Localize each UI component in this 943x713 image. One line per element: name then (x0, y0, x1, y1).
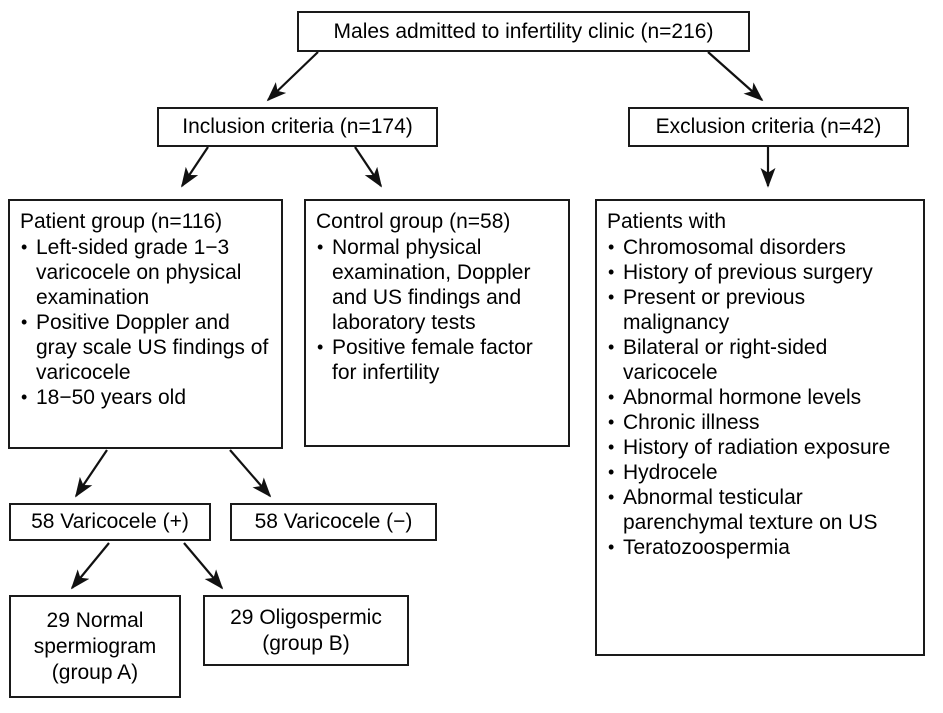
node-group-a[interactable]: 29 Normal spermiogram (group A) (9, 595, 181, 698)
node-varicocele-positive[interactable]: 58 Varicocele (+) (9, 503, 211, 541)
arrow-varicocele-positive-to-group-b (183, 542, 224, 590)
node-varicocele-positive-label: 58 Varicocele (+) (31, 510, 189, 533)
arrow-top-to-exclusion (707, 51, 764, 102)
patient-group-list: Left-sided grade 1−3 varicocele on physi… (20, 235, 271, 410)
node-exclusion-criteria[interactable]: Exclusion criteria (n=42) (628, 107, 909, 147)
control-group-heading: Control group (n=58) (316, 210, 511, 233)
node-males-admitted-label: Males admitted to infertility clinic (n=… (333, 19, 714, 43)
list-item: Normal physical examination, Doppler and… (316, 235, 558, 335)
node-patient-group[interactable]: Patient group (n=116) Left-sided grade 1… (8, 199, 283, 449)
node-exclusion-details[interactable]: Patients with Chromosomal disorders Hist… (595, 199, 925, 656)
group-b-text: 29 Oligospermic (group B) (230, 605, 382, 657)
list-item: Abnormal hormone levels (607, 385, 913, 410)
list-item: Present or previous malignancy (607, 285, 913, 335)
list-item: History of radiation exposure (607, 435, 913, 460)
node-exclusion-criteria-label: Exclusion criteria (n=42) (655, 115, 882, 138)
list-item: Bilateral or right-sided varicocele (607, 335, 913, 385)
arrow-patient-to-varicocele-positive (75, 449, 108, 498)
arrow-patient-to-varicocele-negative (229, 449, 272, 498)
arrow-varicocele-positive-to-group-a (70, 542, 110, 590)
list-item: Positive Doppler and gray scale US findi… (20, 310, 271, 385)
list-item: Chromosomal disorders (607, 235, 913, 260)
exclusion-details-list: Chromosomal disorders History of previou… (607, 235, 913, 560)
list-item: Abnormal testicular parenchymal texture … (607, 485, 913, 535)
group-b-line1: 29 Oligospermic (230, 605, 382, 629)
group-a-line3: (group A) (51, 660, 139, 684)
list-item: Teratozoospermia (607, 535, 913, 560)
exclusion-details-heading: Patients with (607, 210, 727, 233)
arrow-top-to-inclusion (266, 51, 319, 102)
node-males-admitted[interactable]: Males admitted to infertility clinic (n=… (297, 11, 750, 52)
node-inclusion-criteria[interactable]: Inclusion criteria (n=174) (157, 107, 438, 147)
patient-group-heading: Patient group (n=116) (20, 210, 223, 233)
list-item: Chronic illness (607, 410, 913, 435)
node-varicocele-negative[interactable]: 58 Varicocele (−) (230, 503, 437, 541)
list-item: Positive female factor for infertility (316, 335, 558, 385)
group-b-line2: (group B) (262, 631, 350, 655)
node-group-b[interactable]: 29 Oligospermic (group B) (203, 595, 409, 666)
list-item: Hydrocele (607, 460, 913, 485)
control-group-list: Normal physical examination, Doppler and… (316, 235, 558, 385)
group-a-line1: 29 Normal (46, 608, 144, 632)
list-item: 18−50 years old (20, 385, 271, 410)
list-item: Left-sided grade 1−3 varicocele on physi… (20, 235, 271, 310)
group-a-line2: spermiogram (33, 634, 157, 658)
arrow-inclusion-to-control (354, 146, 382, 188)
group-a-text: 29 Normal spermiogram (group A) (34, 608, 157, 686)
arrow-inclusion-to-patient (181, 146, 209, 188)
node-inclusion-criteria-label: Inclusion criteria (n=174) (182, 115, 413, 138)
list-item: History of previous surgery (607, 260, 913, 285)
node-varicocele-negative-label: 58 Varicocele (−) (254, 510, 413, 533)
node-control-group[interactable]: Control group (n=58) Normal physical exa… (304, 199, 570, 447)
